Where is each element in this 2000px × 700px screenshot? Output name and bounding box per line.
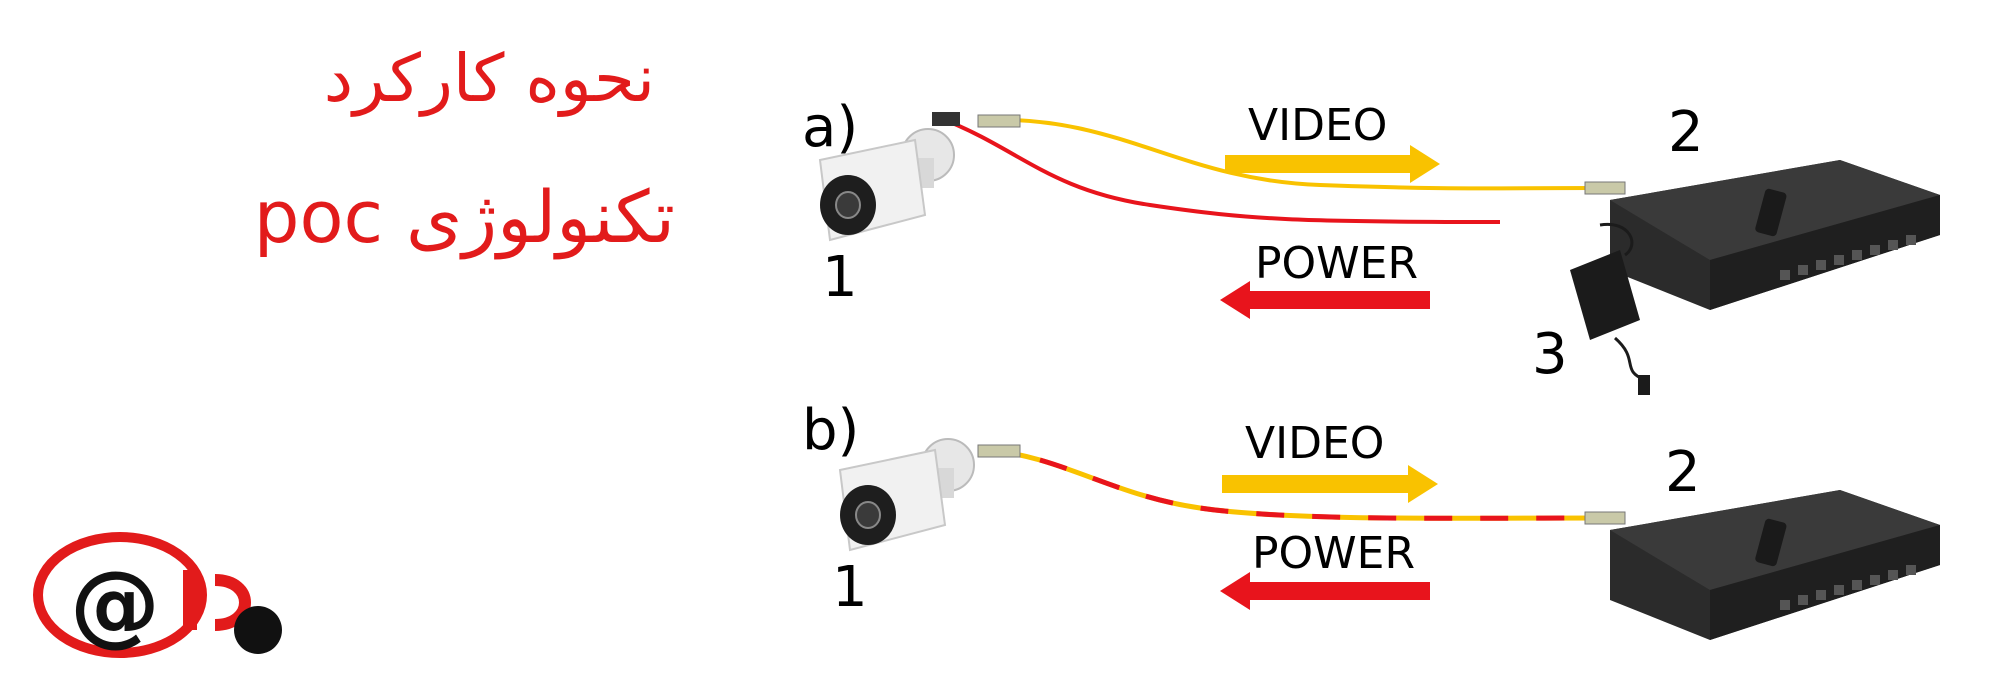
dvr-recorder-icon [1610,160,1940,310]
video-label-a: VIDEO [1248,100,1388,151]
camera-number-b: 1 [832,555,868,620]
adapter-number-a: 3 [1532,322,1568,387]
video-label-b: VIDEO [1245,418,1385,469]
power-label-a: POWER [1255,238,1419,289]
bullet-camera-icon [818,128,955,242]
bnc-connector-icon [977,114,1021,128]
power-arrow-b [1220,572,1430,610]
video-cable-a [984,117,1601,191]
dvr-number-a: 2 [1668,100,1704,165]
power-label-b: POWER [1252,528,1416,579]
poc-cable-b [984,447,1601,521]
power-arrow-a [1220,281,1430,319]
video-arrow-a [1225,145,1440,183]
dvr-recorder-icon [1610,490,1940,640]
dc-plug-icon [932,112,960,126]
bnc-connector-icon [1584,181,1626,195]
bnc-connector-icon [977,444,1021,458]
power-cable-a [944,118,1501,224]
title-line-1: نحوه کارکرد [323,40,655,117]
panel-a-label: a) [802,95,859,160]
camera-number-a: 1 [822,245,858,310]
bullet-camera-icon [838,438,975,552]
dvr-number-b: 2 [1665,440,1701,505]
power-adapter-icon [1570,222,1650,395]
logo-icon: @ [33,532,282,658]
title-line-2: تکنولوژی poc [253,175,675,259]
svg-text:@: @ [70,552,160,657]
video-arrow-b [1222,465,1438,503]
bnc-connector-icon [1584,511,1626,525]
panel-b-label: b) [802,398,860,463]
